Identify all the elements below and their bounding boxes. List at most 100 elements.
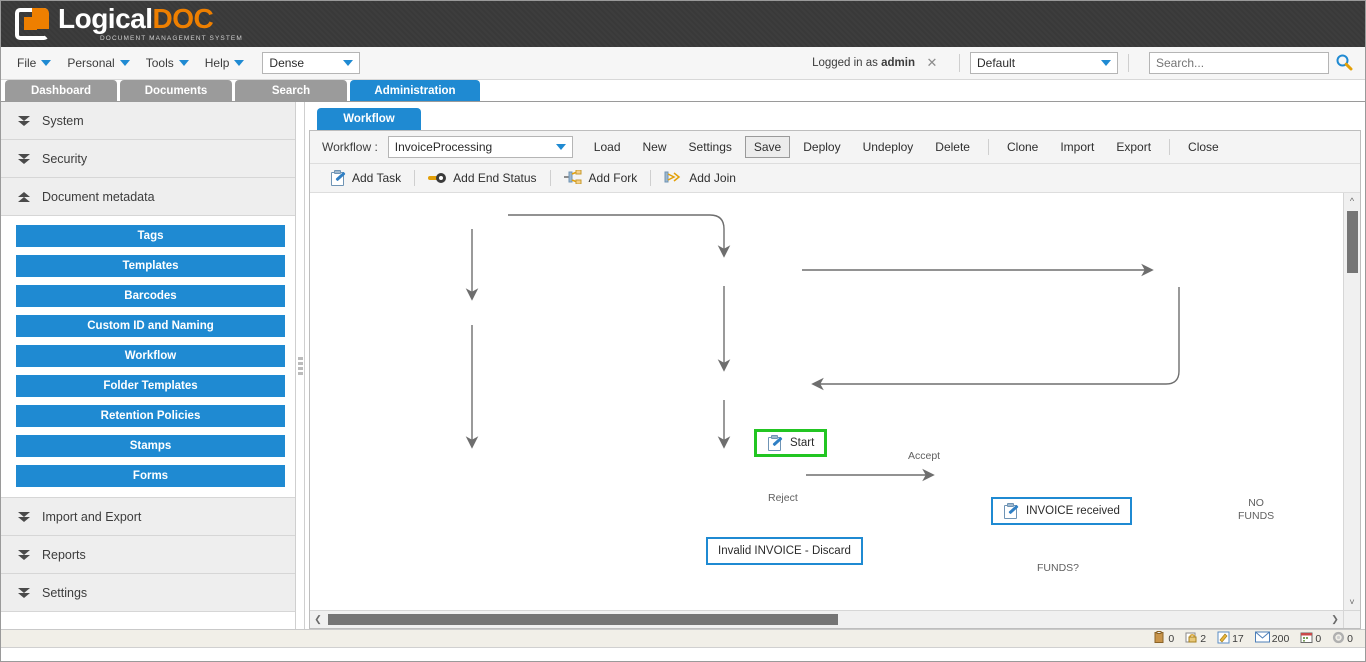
canvas-vertical-scrollbar[interactable]: ^ ˅ [1343, 193, 1360, 610]
sidebar-item-templates[interactable]: Templates [16, 255, 285, 277]
close-icon[interactable]: ✕ [926, 55, 938, 70]
sidebar-section-security[interactable]: Security [1, 140, 295, 178]
brand-wordmark: LogicalDOC DOCUMENT MANAGEMENT SYSTEM [58, 5, 243, 43]
density-select[interactable]: Dense [262, 52, 361, 74]
delete-button[interactable]: Delete [935, 140, 970, 154]
menu-help[interactable]: Help [197, 53, 253, 73]
save-button[interactable]: Save [744, 136, 791, 158]
sidebar-item-forms[interactable]: Forms [16, 465, 285, 487]
sidebar-item-retention-policies[interactable]: Retention Policies [16, 405, 285, 427]
tab-documents[interactable]: Documents [120, 80, 232, 101]
status-item-clipboard[interactable]: 0 [1149, 630, 1178, 647]
workflow-toolbar: Workflow : InvoiceProcessing Load New Se… [310, 131, 1360, 164]
canvas-horizontal-scrollbar[interactable]: ❮ ❯ [310, 610, 1343, 628]
horizontal-scroll-track[interactable] [326, 611, 1327, 629]
lock-icon [1185, 631, 1198, 647]
divider [987, 139, 989, 155]
load-button[interactable]: Load [593, 140, 621, 154]
status-item-tasks[interactable]: 0 [1328, 631, 1357, 647]
flow-node-invalid-invoice-discard[interactable]: Invalid INVOICE - Discard [706, 537, 863, 565]
sidebar-section-document-metadata[interactable]: Document metadata [1, 178, 295, 216]
sidebar-item-folder-templates[interactable]: Folder Templates [16, 375, 285, 397]
flow-node-start[interactable]: Start [754, 429, 828, 457]
chevron-left-icon[interactable]: ❮ [314, 614, 322, 624]
tab-administration[interactable]: Administration [350, 80, 480, 101]
app-banner: LogicalDOC DOCUMENT MANAGEMENT SYSTEM [1, 1, 1365, 47]
export-button[interactable]: Export [1116, 140, 1152, 154]
horizontal-scroll-thumb[interactable] [328, 613, 838, 625]
sidebar-section-import-and-export[interactable]: Import and Export [1, 498, 295, 536]
add-end-status-button[interactable]: Add End Status [422, 169, 542, 187]
status-item-tasks-count: 0 [1347, 632, 1353, 645]
document-metadata-panel: Tags Templates Barcodes Custom ID and Na… [1, 216, 295, 498]
status-item-messages[interactable]: 200 [1251, 631, 1294, 646]
chevron-up-icon[interactable]: ^ [1349, 196, 1355, 206]
workspace-select[interactable]: Default [970, 52, 1118, 74]
close-button[interactable]: Close [1188, 140, 1219, 154]
new-button[interactable]: New [642, 140, 667, 154]
tab-search[interactable]: Search [235, 80, 347, 101]
chevron-double-down-icon [17, 153, 31, 165]
sidebar-section-settings[interactable]: Settings [1, 574, 295, 612]
workflow-connectors [465, 214, 1180, 482]
menu-personal[interactable]: Personal [59, 53, 137, 73]
sidebar-item-tags[interactable]: Tags [16, 225, 285, 247]
add-fork-label: Add Fork [588, 171, 638, 185]
workspace-select-value: Default [977, 56, 1016, 70]
status-item-locked[interactable]: 2 [1181, 631, 1210, 647]
brand-tagline: DOCUMENT MANAGEMENT SYSTEM [100, 35, 243, 43]
menu-bar: File Personal Tools Help Dense Logged in… [1, 47, 1365, 80]
chevron-right-icon[interactable]: ❯ [1331, 614, 1339, 624]
vertical-scroll-thumb[interactable] [1346, 211, 1358, 273]
task-icon [1003, 502, 1019, 519]
vertical-scroll-track[interactable] [1344, 209, 1361, 594]
chevron-double-down-icon [17, 115, 31, 127]
task-icon [767, 434, 783, 451]
menu-help-label: Help [204, 56, 230, 70]
sidebar-section-document-metadata-label: Document metadata [42, 189, 155, 204]
import-button[interactable]: Import [1060, 140, 1095, 154]
pencil-icon [1217, 631, 1230, 647]
tab-dashboard[interactable]: Dashboard [5, 80, 117, 101]
edge-label-reject: Reject [768, 492, 798, 504]
workflow-canvas-wrap: Start Invalid INVOICE - Discard Shred in… [310, 193, 1360, 628]
status-item-calendar[interactable]: 0 [1296, 631, 1325, 647]
sidebar-section-system[interactable]: System [1, 102, 295, 140]
menu-file[interactable]: File [9, 53, 59, 73]
workflow-select[interactable]: InvoiceProcessing [387, 136, 573, 158]
workflow-select-label: Workflow : [322, 140, 378, 154]
add-join-button[interactable]: Add Join [658, 168, 742, 189]
menu-tools[interactable]: Tools [138, 53, 197, 73]
sidebar-splitter[interactable] [296, 102, 305, 629]
gear-icon [1332, 631, 1345, 647]
flow-node-invoice-received[interactable]: INVOICE received [991, 497, 1132, 525]
divider [959, 54, 960, 72]
sidebar-section-reports-label: Reports [42, 547, 86, 562]
settings-button[interactable]: Settings [688, 140, 732, 154]
sidebar-item-barcodes[interactable]: Barcodes [16, 285, 285, 307]
undeploy-button[interactable]: Undeploy [862, 140, 914, 154]
clone-button[interactable]: Clone [1006, 140, 1039, 154]
scrollbar-corner [1343, 610, 1360, 628]
brand-name-part2: DOC [152, 3, 214, 35]
search-input[interactable] [1149, 52, 1329, 74]
admin-sidebar: System Security Document metadata Tags T… [1, 102, 296, 629]
workflow-canvas[interactable]: Start Invalid INVOICE - Discard Shred in… [310, 193, 1343, 610]
chevron-down-icon [41, 60, 52, 66]
sidebar-item-stamps[interactable]: Stamps [16, 435, 285, 457]
sidebar-item-workflow[interactable]: Workflow [16, 345, 285, 367]
add-task-button[interactable]: Add Task [324, 169, 407, 188]
add-fork-button[interactable]: Add Fork [558, 168, 644, 189]
logged-in-username: admin [881, 57, 915, 69]
sidebar-section-reports[interactable]: Reports [1, 536, 295, 574]
menu-tools-label: Tools [145, 56, 174, 70]
status-item-checkout[interactable]: 17 [1213, 631, 1248, 647]
chevron-down-icon [234, 60, 245, 66]
chevron-down-icon[interactable]: ˅ [1349, 597, 1355, 607]
sidebar-item-custom-id-and-naming[interactable]: Custom ID and Naming [16, 315, 285, 337]
deploy-button[interactable]: Deploy [803, 140, 841, 154]
tab-workflow[interactable]: Workflow [317, 108, 421, 130]
add-end-status-label: Add End Status [453, 171, 537, 185]
brand-name-part1: Logical [58, 3, 153, 35]
search-icon[interactable] [1335, 53, 1353, 74]
